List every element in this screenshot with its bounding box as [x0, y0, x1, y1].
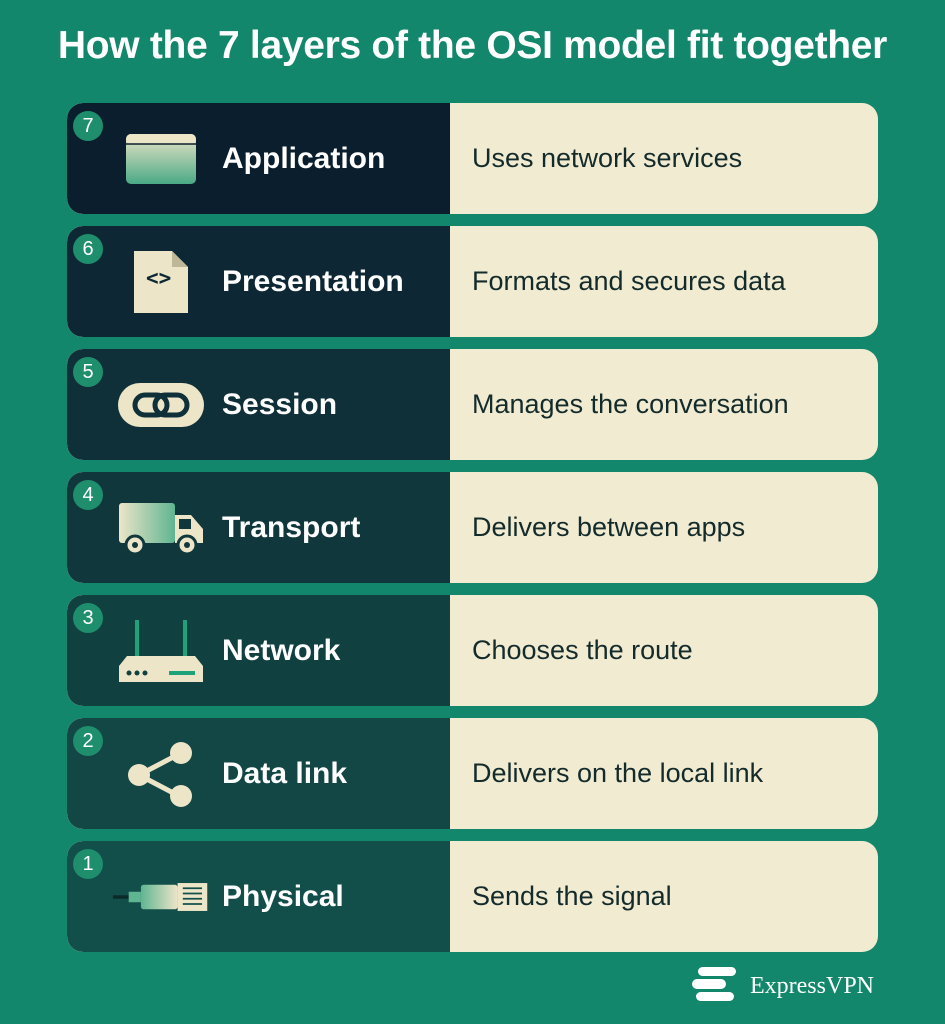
window-icon — [113, 121, 209, 197]
layer-label-panel: 1 — [67, 841, 450, 952]
delivery-truck-icon — [113, 490, 209, 566]
layer-description: Delivers between apps — [472, 512, 746, 542]
layer-row-transport: 4 Trans — [67, 472, 878, 583]
layer-name: Transport — [222, 510, 361, 544]
layer-name: Data link — [222, 756, 348, 790]
chain-link-icon — [113, 367, 209, 443]
layer-name: Presentation — [222, 264, 404, 298]
layer-name: Network — [222, 633, 341, 667]
layer-number-badge: 5 — [73, 357, 103, 387]
expressvpn-logo-icon — [692, 966, 738, 1007]
brand-name: ExpressVPN — [750, 973, 874, 999]
layer-description: Uses network services — [472, 143, 743, 173]
layer-label-panel: 3 Network — [67, 595, 450, 706]
layer-description: Formats and secures data — [472, 266, 786, 296]
layer-number-badge: 7 — [73, 111, 103, 141]
layer-label-panel: 7 Application — [67, 103, 450, 214]
layer-description: Chooses the route — [472, 635, 693, 665]
diagram-title: How the 7 layers of the OSI model fit to… — [57, 24, 888, 67]
code-symbol: <> — [146, 266, 172, 290]
layer-row-application: 7 Application Uses network services — [67, 103, 878, 214]
layer-description: Manages the conversation — [472, 389, 789, 419]
layer-name: Session — [222, 387, 338, 421]
layer-row-session: 5 Session Manages the conversation — [67, 349, 878, 460]
layer-number-badge: 2 — [73, 726, 103, 756]
layer-description: Sends the signal — [472, 881, 672, 911]
layer-row-data-link: 2 Data link Delivers on the local link — [67, 718, 878, 829]
layer-number-badge: 3 — [73, 603, 103, 633]
layer-row-presentation: 6 <> Presentation Formats and secures da… — [67, 226, 878, 337]
layer-label-panel: 4 Trans — [67, 472, 450, 583]
layer-name: Physical — [222, 879, 344, 913]
layer-name: Application — [222, 141, 386, 175]
osi-layer-stack: 7 Application Uses network services — [67, 103, 878, 964]
ethernet-cable-icon — [113, 859, 209, 935]
layer-label-panel: 2 Data link — [67, 718, 450, 829]
layer-number-badge: 1 — [73, 849, 103, 879]
layer-description: Delivers on the local link — [472, 758, 764, 788]
layer-label-panel: 5 Session — [67, 349, 450, 460]
code-document-icon: <> — [113, 244, 209, 320]
brand-logo: ExpressVPN — [692, 966, 874, 1007]
layer-number-badge: 6 — [73, 234, 103, 264]
layer-label-panel: 6 <> Presentation — [67, 226, 450, 337]
layer-row-physical: 1 — [67, 841, 878, 952]
layer-number-badge: 4 — [73, 480, 103, 510]
layer-row-network: 3 Network Chooses the route — [67, 595, 878, 706]
router-icon — [113, 613, 209, 689]
share-nodes-icon — [113, 736, 209, 812]
